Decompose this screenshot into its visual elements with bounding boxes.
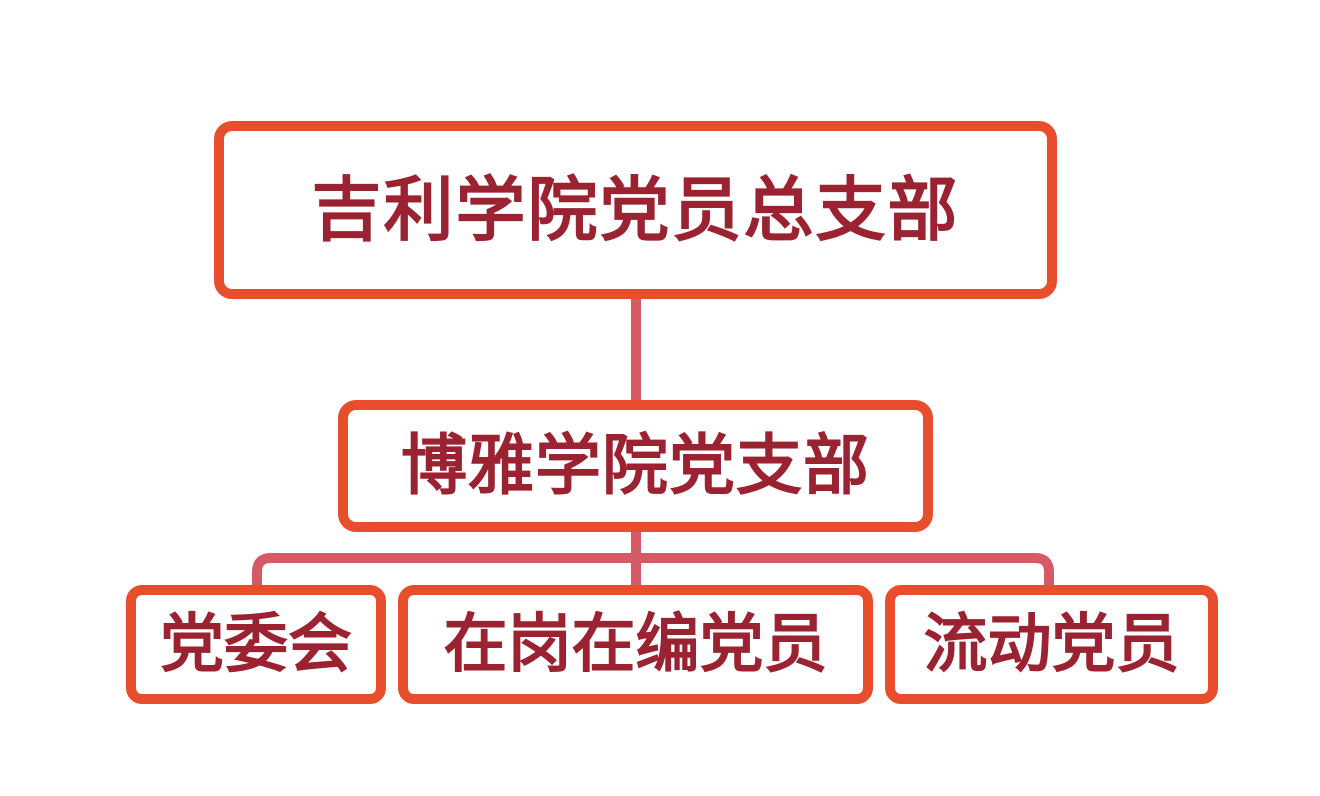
child-node-label: 在岗在编党员 bbox=[443, 607, 828, 682]
child-node-label: 流动党员 bbox=[923, 607, 1180, 682]
connector-children-bus bbox=[252, 553, 1054, 590]
root-node-label: 吉利学院党员总支部 bbox=[311, 169, 960, 251]
branch-node-label: 博雅学院党支部 bbox=[401, 427, 870, 504]
branch-node: 博雅学院党支部 bbox=[338, 400, 933, 532]
child-node-label: 党委会 bbox=[160, 607, 352, 682]
root-node: 吉利学院党员总支部 bbox=[214, 121, 1057, 299]
child-node-party-committee: 党委会 bbox=[126, 585, 386, 704]
child-node-mobile-members: 流动党员 bbox=[885, 585, 1218, 704]
child-node-onduty-members: 在岗在编党员 bbox=[398, 585, 873, 704]
